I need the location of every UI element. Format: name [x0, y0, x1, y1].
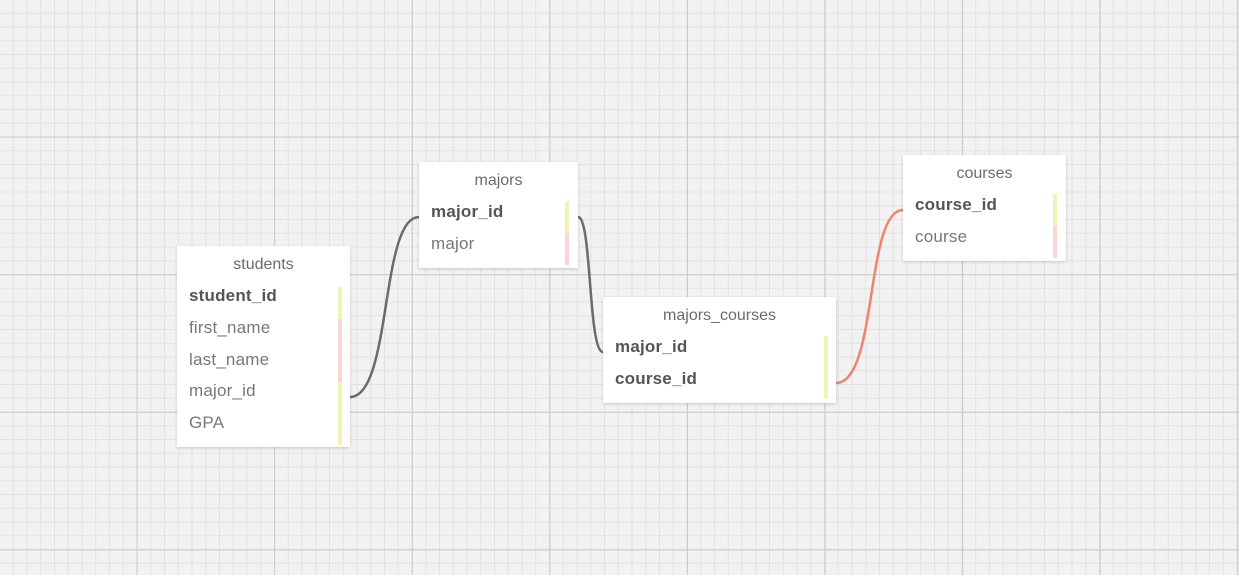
table-courses[interactable]: courses course_id course [903, 155, 1066, 261]
field-major-id[interactable]: major_id [431, 202, 504, 221]
table-title: majors_courses [663, 307, 776, 324]
field-course-id[interactable]: course_id [915, 195, 998, 214]
field-list: course_id course [903, 189, 1066, 261]
attr-bar [565, 233, 569, 265]
field-first-name[interactable]: first_name [189, 318, 271, 337]
field-student-id[interactable]: student_id [189, 286, 277, 305]
field-course-id[interactable]: course_id [615, 369, 698, 388]
field-list: student_id first_name last_name major_id… [177, 280, 350, 447]
link-majors-courses-courses [835, 208, 904, 385]
table-majors[interactable]: majors major_id major [419, 162, 578, 268]
field-last-name[interactable]: last_name [189, 350, 270, 369]
key-bar [824, 336, 828, 399]
field-major[interactable]: major [431, 234, 475, 253]
field-major-id[interactable]: major_id [615, 337, 688, 356]
field-course[interactable]: course [915, 227, 968, 246]
attr-bar [1053, 226, 1057, 258]
key-bar [338, 287, 342, 319]
table-students[interactable]: students student_id first_name last_name… [177, 246, 350, 447]
link-students-majors [349, 215, 420, 399]
field-list: major_id major [419, 196, 578, 268]
field-list: major_id course_id [603, 331, 836, 403]
key-bar [1053, 194, 1057, 226]
key-bar [338, 382, 342, 445]
attr-bar [338, 319, 342, 382]
link-majors-majors-courses [576, 215, 604, 354]
table-title: courses [956, 165, 1013, 182]
field-major-id[interactable]: major_id [189, 381, 256, 400]
key-bar [565, 201, 569, 233]
table-title: students [233, 256, 294, 273]
table-title: majors [474, 172, 523, 189]
table-majors-courses[interactable]: majors_courses major_id course_id [603, 297, 836, 403]
field-gpa[interactable]: GPA [189, 413, 225, 432]
